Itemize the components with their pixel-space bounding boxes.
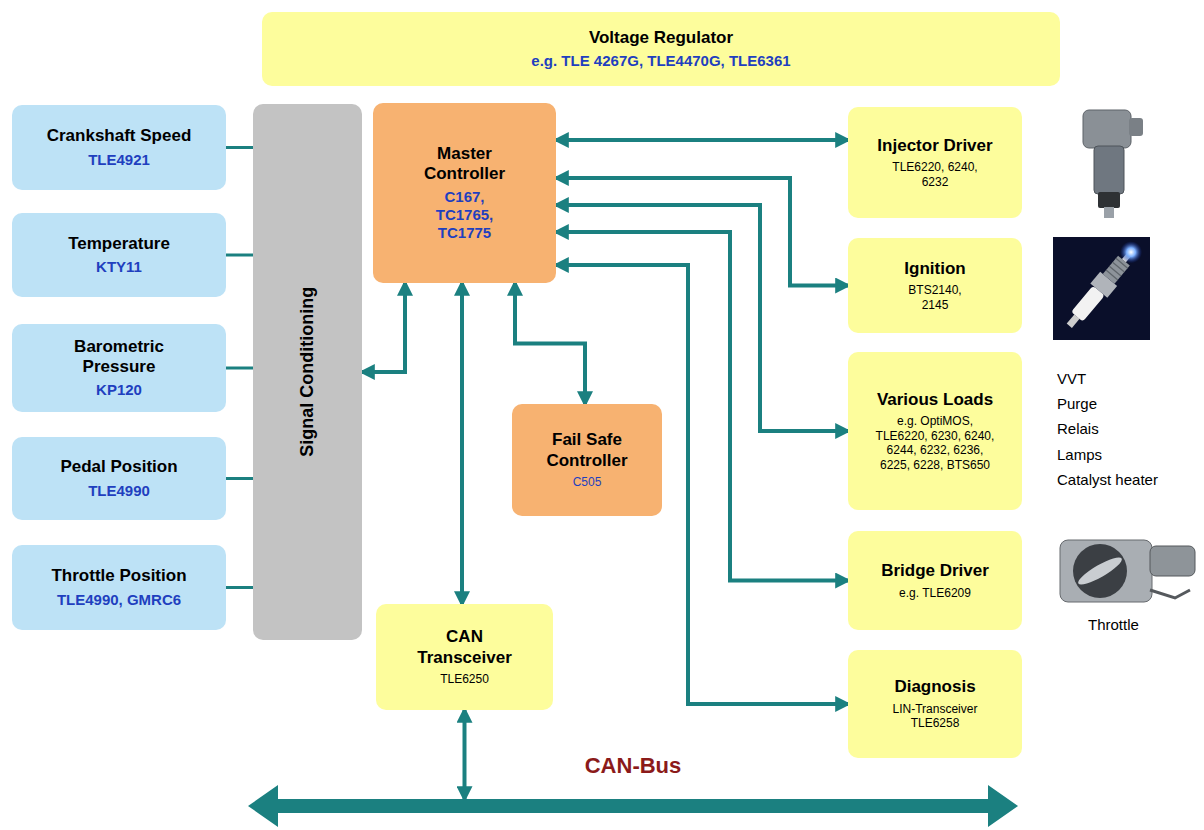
sensor-box: Pedal PositionTLE4990 [12, 437, 226, 520]
transceiver-box: CAN TransceiverTLE6250 [376, 604, 553, 710]
box-title: Crankshaft Speed [47, 126, 192, 146]
injector-picture [1083, 110, 1143, 218]
injector-tab [1129, 118, 1143, 136]
connector-arrow [460, 283, 464, 604]
sensor-box: Barometric PressureKP120 [12, 324, 226, 412]
thread-lines [1106, 258, 1128, 280]
sensor-box: TemperatureKTY11 [12, 213, 226, 297]
part-number: KTY11 [96, 258, 142, 276]
sensor-box: Throttle PositionTLE4990, GMRC6 [12, 545, 226, 630]
signal-line [226, 477, 253, 480]
box-title: Temperature [68, 234, 170, 254]
connector-arrow [515, 283, 585, 404]
connector-arrow [556, 138, 848, 142]
conditioning-band: Signal Conditioning [253, 104, 362, 640]
box-title: Barometric Pressure [49, 337, 189, 378]
driver-box: Various Loads e.g. OptiMOS, TLE6220, 6230… [848, 352, 1022, 510]
box-title: Diagnosis [894, 677, 975, 697]
bus-arrow-shape [248, 799, 1018, 813]
connector-arrow [556, 265, 848, 704]
part-number: e.g. TLE 4267G, TLE4470G, TLE6361 [531, 52, 790, 70]
injector-body [1094, 146, 1124, 194]
box-title: CAN Transceiver [400, 627, 530, 668]
throttle-bore [1073, 544, 1127, 598]
load-label: Purge [1057, 395, 1097, 413]
part-number: TLE4990, GMRC6 [57, 591, 181, 609]
box-title: CAN-Bus [585, 753, 682, 779]
load-label: VVT [1057, 370, 1086, 388]
box-title: Fail Safe Controller [532, 430, 642, 471]
box-title: Signal Conditioning [297, 287, 319, 457]
bus-arrow-shape [248, 785, 1018, 827]
part-number: TLE4921 [88, 151, 150, 169]
load-label: Catalyst heater [1057, 471, 1158, 489]
box-title: Various Loads [877, 390, 993, 410]
part-number: TLE6250 [440, 672, 489, 686]
connector-arrow [556, 205, 848, 431]
spark-glow [1115, 237, 1146, 268]
regulator-band: Voltage Regulator e.g. TLE 4267G, TLE4470… [262, 12, 1060, 86]
throttle-plate [1075, 553, 1124, 588]
driver-box: IgnitionBTS2140, 2145 [848, 238, 1022, 333]
spark-plug-picture [1053, 237, 1150, 340]
part-number: e.g. OptiMOS, TLE6220, 6230, 6240, 6244,… [870, 414, 1000, 472]
part-number: LIN-Transceiver TLE6258 [885, 702, 985, 731]
box-title: Bridge Driver [881, 561, 989, 581]
box-title: Ignition [904, 259, 965, 279]
load-label: Relais [1057, 420, 1099, 438]
driver-box: Injector DriverTLE6220, 6240, 6232 [848, 107, 1022, 218]
picture-ground [1053, 237, 1150, 340]
injector-nozzle [1104, 207, 1114, 218]
throttle-motor [1150, 546, 1195, 576]
part-number: C167, TC1765, TC1775 [425, 188, 505, 242]
signal-line [226, 146, 253, 149]
controller-box: Master ControllerC167, TC1765, TC1775 [373, 103, 556, 283]
injector-connector [1083, 110, 1131, 148]
signal-line [226, 254, 253, 257]
connector-arrow [463, 710, 467, 799]
throttle-lever [1150, 590, 1190, 598]
box-title: Voltage Regulator [589, 28, 733, 48]
box-title: Injector Driver [877, 136, 992, 156]
signal-line [226, 586, 253, 589]
throttle-housing [1060, 540, 1152, 602]
injector-seal [1098, 192, 1120, 208]
bus-arrow: CAN-Bus [248, 799, 1018, 813]
picture-label: Throttle [1088, 616, 1139, 634]
controller-box: Fail Safe ControllerC505 [512, 404, 662, 516]
part-number: C505 [573, 475, 602, 489]
part-number: TLE6220, 6240, 6232 [885, 160, 985, 189]
throttle-picture [1060, 540, 1195, 602]
part-number: KP120 [96, 381, 142, 399]
signal-line [226, 367, 253, 370]
connector-arrow [362, 283, 405, 372]
sensor-box: Crankshaft SpeedTLE4921 [12, 105, 226, 190]
box-title: Pedal Position [60, 457, 177, 477]
box-title: Master Controller [405, 144, 525, 185]
load-label: Lamps [1057, 446, 1102, 464]
part-number: TLE4990 [88, 482, 150, 500]
box-title: Throttle Position [51, 566, 186, 586]
driver-box: Bridge Driver e.g. TLE6209 [848, 531, 1022, 630]
part-number: e.g. TLE6209 [899, 586, 971, 600]
part-number: BTS2140, 2145 [900, 283, 970, 312]
driver-box: DiagnosisLIN-Transceiver TLE6258 [848, 650, 1022, 758]
